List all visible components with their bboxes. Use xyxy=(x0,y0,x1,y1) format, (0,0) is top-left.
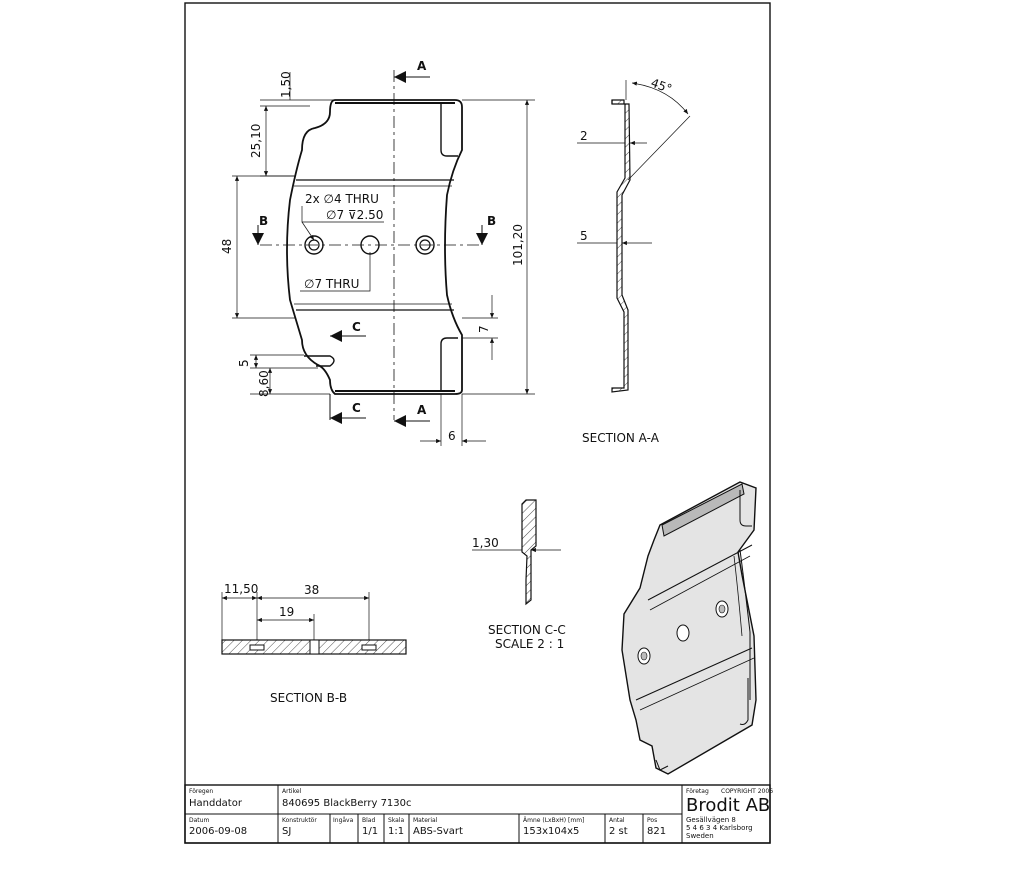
section-aa-title: SECTION A-A xyxy=(582,431,660,445)
tb-qty: 2 st xyxy=(609,826,628,837)
section-cc: 1,30 SECTION C-C SCALE 2 : 1 xyxy=(472,499,566,651)
tb-address-1: Gesällvägen 8 xyxy=(686,816,736,824)
front-view: A A B B C C xyxy=(220,59,535,446)
hole-note-3: ∅7 THRU xyxy=(304,277,359,291)
tb-copyright: COPYRIGHT 2006 xyxy=(721,788,773,795)
tb-dims: 153x104x5 xyxy=(523,826,579,837)
tb-label-pos: Pos xyxy=(647,817,657,824)
section-bb-title: SECTION B-B xyxy=(270,691,347,705)
section-aa: 45° 2 5 SECTION A-A xyxy=(577,76,691,445)
tb-label-dims: Ämne (LxBxH) [mm] xyxy=(523,817,584,824)
title-block xyxy=(184,784,771,844)
isometric-view xyxy=(621,481,757,775)
dim-45-deg: 45° xyxy=(649,76,674,96)
tb-address-2: 5 4 6 3 4 Karlsborg xyxy=(686,824,753,832)
dim-101-20: 101,20 xyxy=(511,224,525,266)
dim-5: 5 xyxy=(237,359,251,367)
bottom-slot xyxy=(440,337,458,390)
section-cc-scale: SCALE 2 : 1 xyxy=(495,637,564,651)
section-letter-c-bottom: C xyxy=(352,401,361,415)
tb-label-sheet: Blad xyxy=(362,817,375,824)
dim-bb-38: 38 xyxy=(304,583,319,597)
hole-right xyxy=(415,235,435,255)
tb-company: Brodit AB xyxy=(686,795,770,816)
tb-scale: 1:1 xyxy=(388,826,404,837)
dim-6: 6 xyxy=(448,429,456,443)
tb-label-scale: Skala xyxy=(388,817,405,824)
tb-date: 2006-09-08 xyxy=(189,826,247,837)
section-aa-profile xyxy=(611,99,631,393)
tb-label-product: Föregen xyxy=(189,788,213,795)
dim-aa-5: 5 xyxy=(580,229,588,243)
tb-label-checked: Ingåva xyxy=(333,817,354,824)
section-letter-a-top: A xyxy=(417,59,427,73)
hole-note-2: ∅7 ⊽2.50 xyxy=(326,208,383,222)
dim-bb-11-50: 11,50 xyxy=(224,582,258,596)
dim-cc-1-30: 1,30 xyxy=(472,536,499,550)
tb-label-qty: Antal xyxy=(609,817,625,824)
iso-plate xyxy=(621,481,757,775)
tb-label-material: Material xyxy=(413,817,438,824)
dim-8-60: 8,60 xyxy=(257,370,271,397)
dim-aa-2: 2 xyxy=(580,129,588,143)
tb-article: 840695 BlackBerry 7130c xyxy=(282,798,412,809)
section-letter-a-bottom: A xyxy=(417,403,427,417)
tb-label-company: Företag xyxy=(686,788,709,795)
dim-7: 7 xyxy=(477,325,491,333)
top-slot xyxy=(440,104,458,157)
tb-label-designer: Konstruktör xyxy=(282,817,317,824)
hole-note-1: 2x ∅4 THRU xyxy=(305,192,379,206)
tb-product: Handdator xyxy=(189,798,243,809)
hole-left xyxy=(304,235,324,255)
tb-pos: 821 xyxy=(647,826,666,837)
dim-25-10: 25,10 xyxy=(249,124,263,158)
dim-1-50: 1,50 xyxy=(279,71,293,98)
section-letter-b-right: B xyxy=(487,214,496,228)
title-block-text: Föregen Handdator Artikel 840695 BlackBe… xyxy=(189,788,773,840)
section-bb: 11,50 38 19 SECTION B-B xyxy=(221,582,407,705)
tb-designer: SJ xyxy=(282,826,291,837)
tb-address-3: Sweden xyxy=(686,832,714,840)
dim-bb-19: 19 xyxy=(279,605,294,619)
dim-48: 48 xyxy=(220,239,234,254)
plate-outline xyxy=(286,99,463,395)
side-notch xyxy=(304,355,335,367)
section-cc-title: SECTION C-C xyxy=(488,623,566,637)
tb-label-date: Datum xyxy=(189,817,209,824)
section-letter-c-top: C xyxy=(352,320,361,334)
tb-label-article: Artikel xyxy=(282,788,302,795)
tb-sheet: 1/1 xyxy=(362,826,378,837)
section-letter-b-left: B xyxy=(259,214,268,228)
section-cc-profile xyxy=(521,499,537,606)
tb-material: ABS-Svart xyxy=(413,826,463,837)
